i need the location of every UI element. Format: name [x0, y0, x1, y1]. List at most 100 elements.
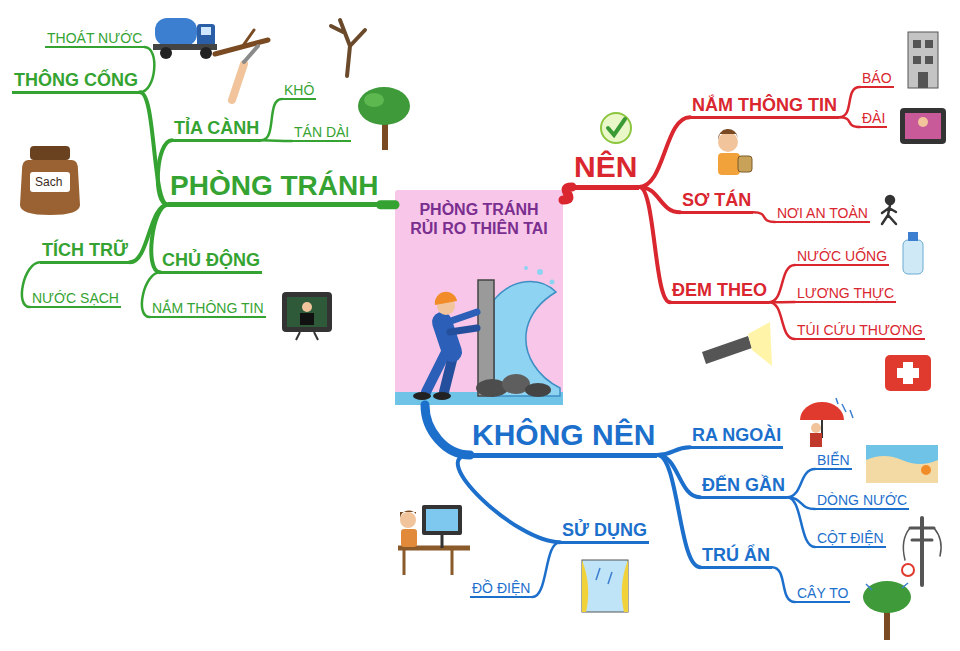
jar-lid	[30, 146, 70, 160]
topic-text: THÔNG CỐNG	[14, 70, 138, 91]
topic-text: NÊN	[574, 150, 637, 185]
topic-text: NẮM THÔNG TIN	[152, 300, 264, 316]
leaf-topic: CỘT ĐIỆN	[815, 530, 886, 548]
topic-text: RA NGOÀI	[692, 425, 781, 446]
window	[913, 40, 921, 48]
rain	[596, 568, 612, 584]
twig	[242, 30, 254, 47]
leaf-topic: NƠI AN TOÀN	[775, 205, 870, 223]
beach	[866, 445, 938, 483]
window-curtain	[582, 560, 628, 612]
topic-text: THOÁT NƯỚC	[47, 30, 142, 46]
sub-branch: TRÚ ẨN	[700, 545, 772, 569]
door	[918, 72, 928, 88]
curtain	[582, 560, 628, 612]
tv-presenter	[302, 302, 312, 312]
barrier-pillar	[478, 280, 494, 396]
water-drop	[524, 266, 528, 270]
topic-text: TÁN DÀI	[294, 124, 349, 140]
monitor-stand	[441, 535, 444, 548]
topic-text: SỬ DỤNG	[562, 520, 647, 541]
child-hair	[718, 129, 738, 140]
leaf-topic: THOÁT NƯỚC	[45, 30, 144, 48]
water-drop	[537, 269, 543, 275]
topic-text: ĐỒ ĐIỆN	[472, 580, 530, 596]
sub-branch: RA NGOÀI	[690, 425, 783, 449]
branch-line	[532, 542, 560, 597]
main-branch: NÊN	[572, 150, 639, 190]
user-head	[400, 512, 416, 528]
rock	[525, 383, 551, 397]
computer-user	[398, 505, 470, 575]
truck-wheel	[160, 47, 172, 59]
branch-line	[639, 117, 690, 187]
topic-text: LƯƠNG THỰC	[797, 285, 894, 301]
main-branch: KHÔNG NÊN	[470, 418, 657, 458]
leaf-topic: CÂY TO	[795, 585, 850, 603]
rain	[836, 398, 853, 418]
leaf-topic: DÒNG NƯỚC	[815, 492, 909, 510]
sub-branch: THÔNG CỐNG	[12, 70, 140, 94]
user-hair	[400, 510, 416, 518]
topic-text: KHÔ	[284, 82, 314, 98]
jar-body	[20, 160, 80, 215]
tv-news	[282, 292, 332, 340]
wide-tree	[358, 87, 410, 150]
worker-arm	[448, 312, 477, 322]
radio-tv	[900, 108, 946, 144]
kit-cross	[897, 368, 919, 378]
worker-arm	[450, 328, 477, 332]
branch-line	[261, 99, 282, 140]
desk-leg	[404, 548, 452, 575]
tv-presenter	[918, 117, 928, 127]
leaf-topic: NƯỚC SẠCH	[30, 290, 121, 308]
sub-branch: SƠ TÁN	[680, 190, 753, 214]
sand	[866, 445, 938, 483]
topic-text: NƠI AN TOÀN	[777, 205, 868, 221]
rain	[866, 583, 908, 590]
tree-crown	[863, 581, 911, 613]
center-panel-ground	[395, 190, 563, 405]
topic-text: PHÒNG TRÁNH	[170, 170, 378, 202]
sub-branch: TỈA CÀNH	[172, 118, 261, 142]
check-circle	[601, 113, 631, 143]
branch-line	[787, 497, 815, 547]
leaf-topic: BIỂN	[815, 452, 852, 470]
leaf-topic: NƯỚC UỐNG	[795, 248, 889, 266]
topic-text: DÒNG NƯỚC	[817, 492, 907, 508]
saw	[244, 46, 258, 62]
leaf-topic: ĐÀI	[860, 110, 887, 128]
topic-text: CHỦ ĐỘNG	[162, 250, 260, 271]
flashlight-beam	[748, 322, 772, 366]
branch-line	[458, 455, 560, 542]
tree-crown	[358, 87, 410, 125]
leaf-topic: NẮM THÔNG TIN	[150, 300, 266, 318]
child-with-bag	[718, 129, 752, 175]
flashlight-body	[702, 336, 752, 364]
power-pole	[902, 518, 941, 585]
person-body	[882, 205, 896, 224]
topic-text: ĐẾN GẦN	[702, 475, 785, 496]
building	[908, 32, 938, 88]
tv-screen	[905, 113, 941, 139]
center-panel	[395, 190, 563, 405]
water-jar	[20, 146, 80, 215]
leaf-topic: ĐỒ ĐIỆN	[470, 580, 532, 598]
topic-text: SƠ TÁN	[682, 190, 751, 211]
topic-text: NƯỚC SẠCH	[32, 290, 119, 306]
branch-line	[769, 302, 795, 339]
truck-tank	[155, 18, 197, 46]
tv-frame	[282, 292, 332, 332]
walking-person	[882, 196, 896, 224]
umbrella	[800, 402, 844, 420]
branch-line	[261, 139, 292, 142]
topic-text: TRÚ ẨN	[702, 545, 770, 566]
bottle-cap	[908, 232, 918, 241]
topic-text: ĐEM THEO	[672, 280, 767, 301]
person-head	[886, 196, 894, 204]
branch-line	[381, 200, 396, 209]
branch-line	[563, 187, 572, 200]
topic-text: NẮM THÔNG TIN	[692, 95, 837, 116]
topic-text: TỈA CÀNH	[174, 118, 259, 139]
sub-branch: NẮM THÔNG TIN	[690, 95, 839, 119]
